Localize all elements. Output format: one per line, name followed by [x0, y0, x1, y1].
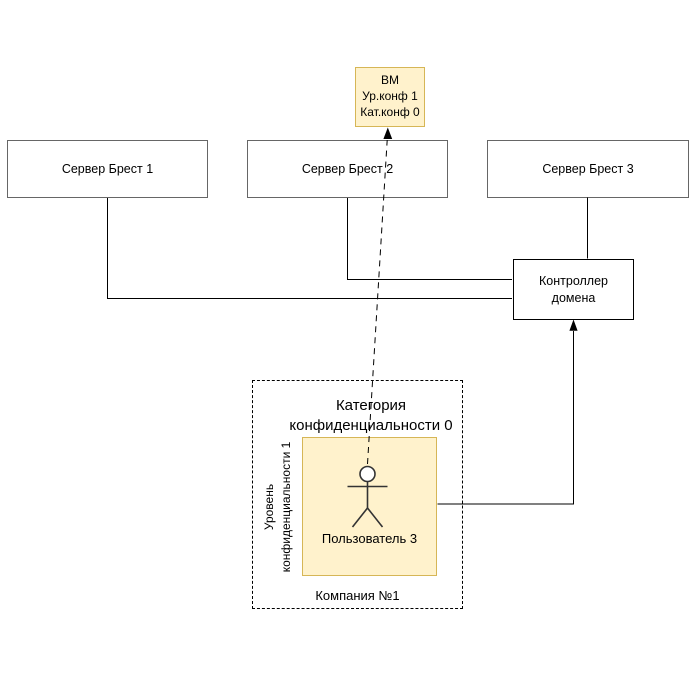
server-label-2: Сервер Брест 2: [301, 161, 394, 176]
user-label: Пользователь 3: [321, 531, 418, 546]
arrowhead-to-controller-icon: [569, 319, 578, 331]
connector-server1-controller: [107, 198, 512, 299]
server-label-1: Сервер Брест 1: [61, 161, 154, 176]
domain-controller-node: Контроллер домена: [513, 259, 634, 320]
category-label-line2: конфиденциальности 0: [289, 417, 453, 435]
vm-label-line1: ВМ: [381, 73, 399, 88]
vm-label-line3: Кат.конф 0: [360, 104, 420, 119]
server-node-3: Сервер Брест 3: [487, 140, 689, 198]
category-label-line1: Категория: [335, 397, 407, 414]
level-label-line1: Уровень: [262, 483, 276, 531]
server-node-1: Сервер Брест 1: [7, 140, 208, 198]
level-label-line2: конфиденциальности 1: [279, 441, 294, 573]
confidentiality-level-label: Уровень конфиденциальности 1: [261, 437, 297, 577]
company-label: Компания №1: [315, 588, 400, 603]
controller-label-line1: Контроллер: [539, 274, 608, 288]
arrowhead-to-vm-icon: [383, 127, 393, 139]
server-node-2: Сервер Брест 2: [247, 140, 448, 198]
category-label: Категория конфиденциальности 0: [265, 396, 477, 437]
vm-label-line2: Ур.конф 1: [362, 89, 418, 104]
user-node: Пользователь 3: [302, 437, 437, 576]
server-label-3: Сервер Брест 3: [542, 161, 634, 176]
controller-label-line2: домена: [551, 290, 596, 305]
vm-node: ВМ Ур.конф 1 Кат.конф 0: [355, 67, 425, 127]
connector-server2-controller: [347, 198, 512, 280]
